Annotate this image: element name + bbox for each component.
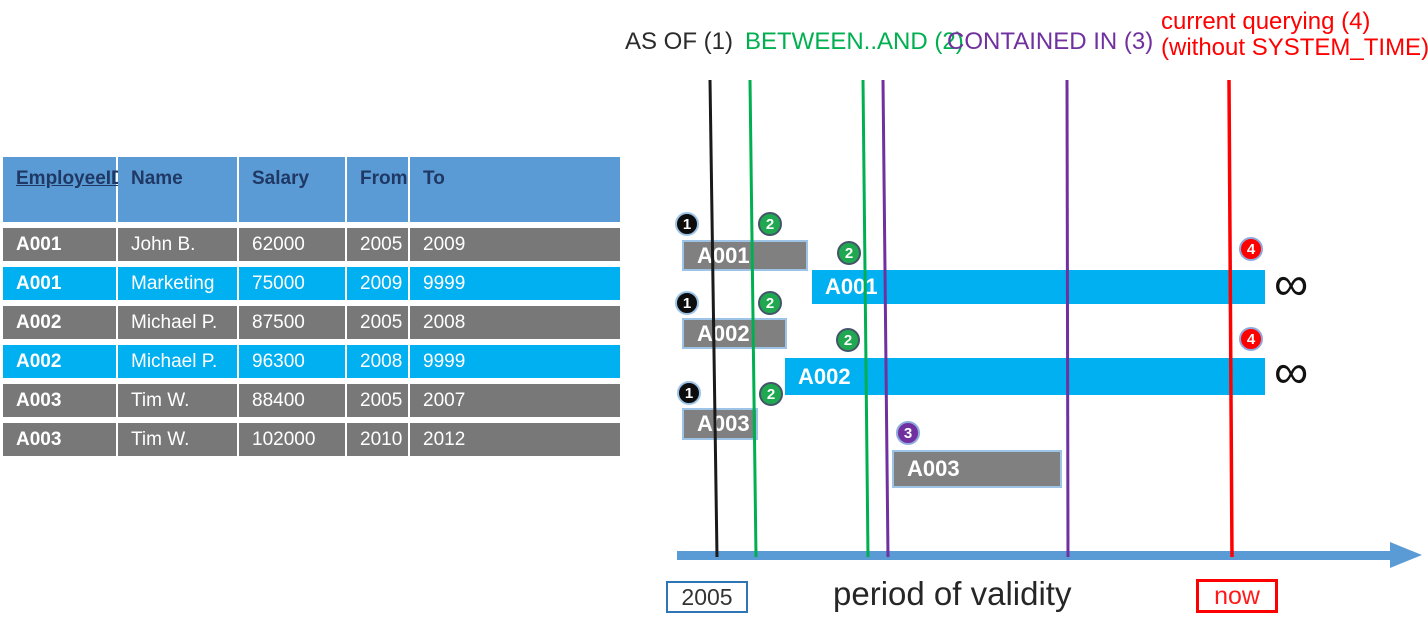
contained-start-line: [881, 79, 890, 558]
table-row: A001 John B. 62000 2005 2009: [3, 228, 620, 261]
table-cell: Tim W.: [118, 384, 237, 417]
column-header-from: From: [347, 157, 408, 222]
infinity-icon: ∞: [1274, 258, 1309, 311]
column-header-to: To: [410, 157, 620, 222]
table-cell: 87500: [239, 306, 345, 339]
table-cell: 62000: [239, 228, 345, 261]
validity-bar-a003-history2: A003: [892, 450, 1062, 488]
badge-2-a003: 2: [759, 382, 783, 406]
table-cell: 2012: [410, 423, 620, 456]
table-cell: A003: [3, 423, 116, 456]
axis-start-year-box: 2005: [666, 581, 748, 613]
contained-end-line: [1065, 79, 1070, 558]
legend-as-of: AS OF (1): [625, 28, 734, 55]
time-axis: [677, 551, 1393, 560]
table-cell: 2010: [347, 423, 408, 456]
table-cell: 2008: [410, 306, 620, 339]
badge-1-a003: 1: [677, 381, 701, 405]
axis-now-box: now: [1196, 579, 1278, 613]
table-cell: 2005: [347, 228, 408, 261]
table-cell: 75000: [239, 267, 345, 300]
table-cell: A003: [3, 384, 116, 417]
employee-history-table: EmployeeID Name Salary From To A001 John…: [3, 157, 620, 462]
table-cell: John B.: [118, 228, 237, 261]
table-cell: Michael P.: [118, 306, 237, 339]
badge-3-a003: 3: [896, 421, 920, 445]
table-row: A003 Tim W. 88400 2005 2007: [3, 384, 620, 417]
badge-4-a002: 4: [1239, 327, 1263, 351]
table-cell: 102000: [239, 423, 345, 456]
table-cell: A001: [3, 267, 116, 300]
infinity-icon: ∞: [1274, 346, 1309, 399]
legend-between-and: BETWEEN..AND (2): [745, 28, 964, 55]
badge-1-a002: 1: [675, 291, 699, 315]
table-cell: 2008: [347, 345, 408, 378]
validity-bar-a001-current: A001: [812, 270, 1265, 304]
table-cell: Tim W.: [118, 423, 237, 456]
now-line: [1227, 79, 1234, 558]
table-row: A002 Michael P. 87500 2005 2008: [3, 306, 620, 339]
table-cell: 9999: [410, 345, 620, 378]
table-cell: 2009: [410, 228, 620, 261]
table-cell: 9999: [410, 267, 620, 300]
axis-title: period of validity: [833, 575, 1072, 612]
badge-2-a001-history: 2: [758, 212, 782, 236]
table-cell: 2005: [347, 306, 408, 339]
column-header-name: Name: [118, 157, 237, 222]
table-cell: A002: [3, 345, 116, 378]
table-cell: Michael P.: [118, 345, 237, 378]
table-row: A001 Marketing 75000 2009 9999: [3, 267, 620, 300]
table-cell: 2007: [410, 384, 620, 417]
column-header-label: EmployeeID: [16, 168, 125, 189]
badge-4-a001: 4: [1239, 237, 1263, 261]
legend-contained-in: CONTAINED IN (3): [947, 28, 1154, 55]
table-row: A002 Michael P. 96300 2008 9999: [3, 345, 620, 378]
column-header-salary: Salary: [239, 157, 345, 222]
table-cell: A001: [3, 228, 116, 261]
table-row: A003 Tim W. 102000 2010 2012: [3, 423, 620, 456]
between-end-line: [861, 79, 870, 558]
legend-current-querying: current querying (4) (without SYSTEM_TIM…: [1161, 9, 1428, 61]
table-cell: Marketing: [118, 267, 237, 300]
table-header-row: EmployeeID Name Salary From To: [3, 157, 620, 222]
table-cell: 96300: [239, 345, 345, 378]
badge-2-a001-current: 2: [837, 241, 861, 265]
table-cell: 2005: [347, 384, 408, 417]
table-cell: A002: [3, 306, 116, 339]
badge-2-a002-history: 2: [758, 291, 782, 315]
time-axis-arrowhead-icon: [1390, 542, 1422, 568]
legend-current-querying-line1: current querying (4): [1161, 8, 1371, 35]
badge-2-a002-current: 2: [836, 328, 860, 352]
column-header-employeeid: EmployeeID: [3, 157, 125, 222]
table-cell: 88400: [239, 384, 345, 417]
table-cell: 2009: [347, 267, 408, 300]
validity-bar-a001-history: A001: [682, 240, 808, 271]
validity-bar-a002-current: A002: [785, 358, 1265, 395]
table-body: A001 John B. 62000 2005 2009 A001 Market…: [3, 228, 620, 456]
badge-1-a001: 1: [675, 212, 699, 236]
validity-bar-a002-history: A002: [682, 318, 787, 349]
legend-current-querying-line2: (without SYSTEM_TIME): [1161, 34, 1428, 61]
validity-bar-a003-history1: A003: [682, 408, 758, 440]
